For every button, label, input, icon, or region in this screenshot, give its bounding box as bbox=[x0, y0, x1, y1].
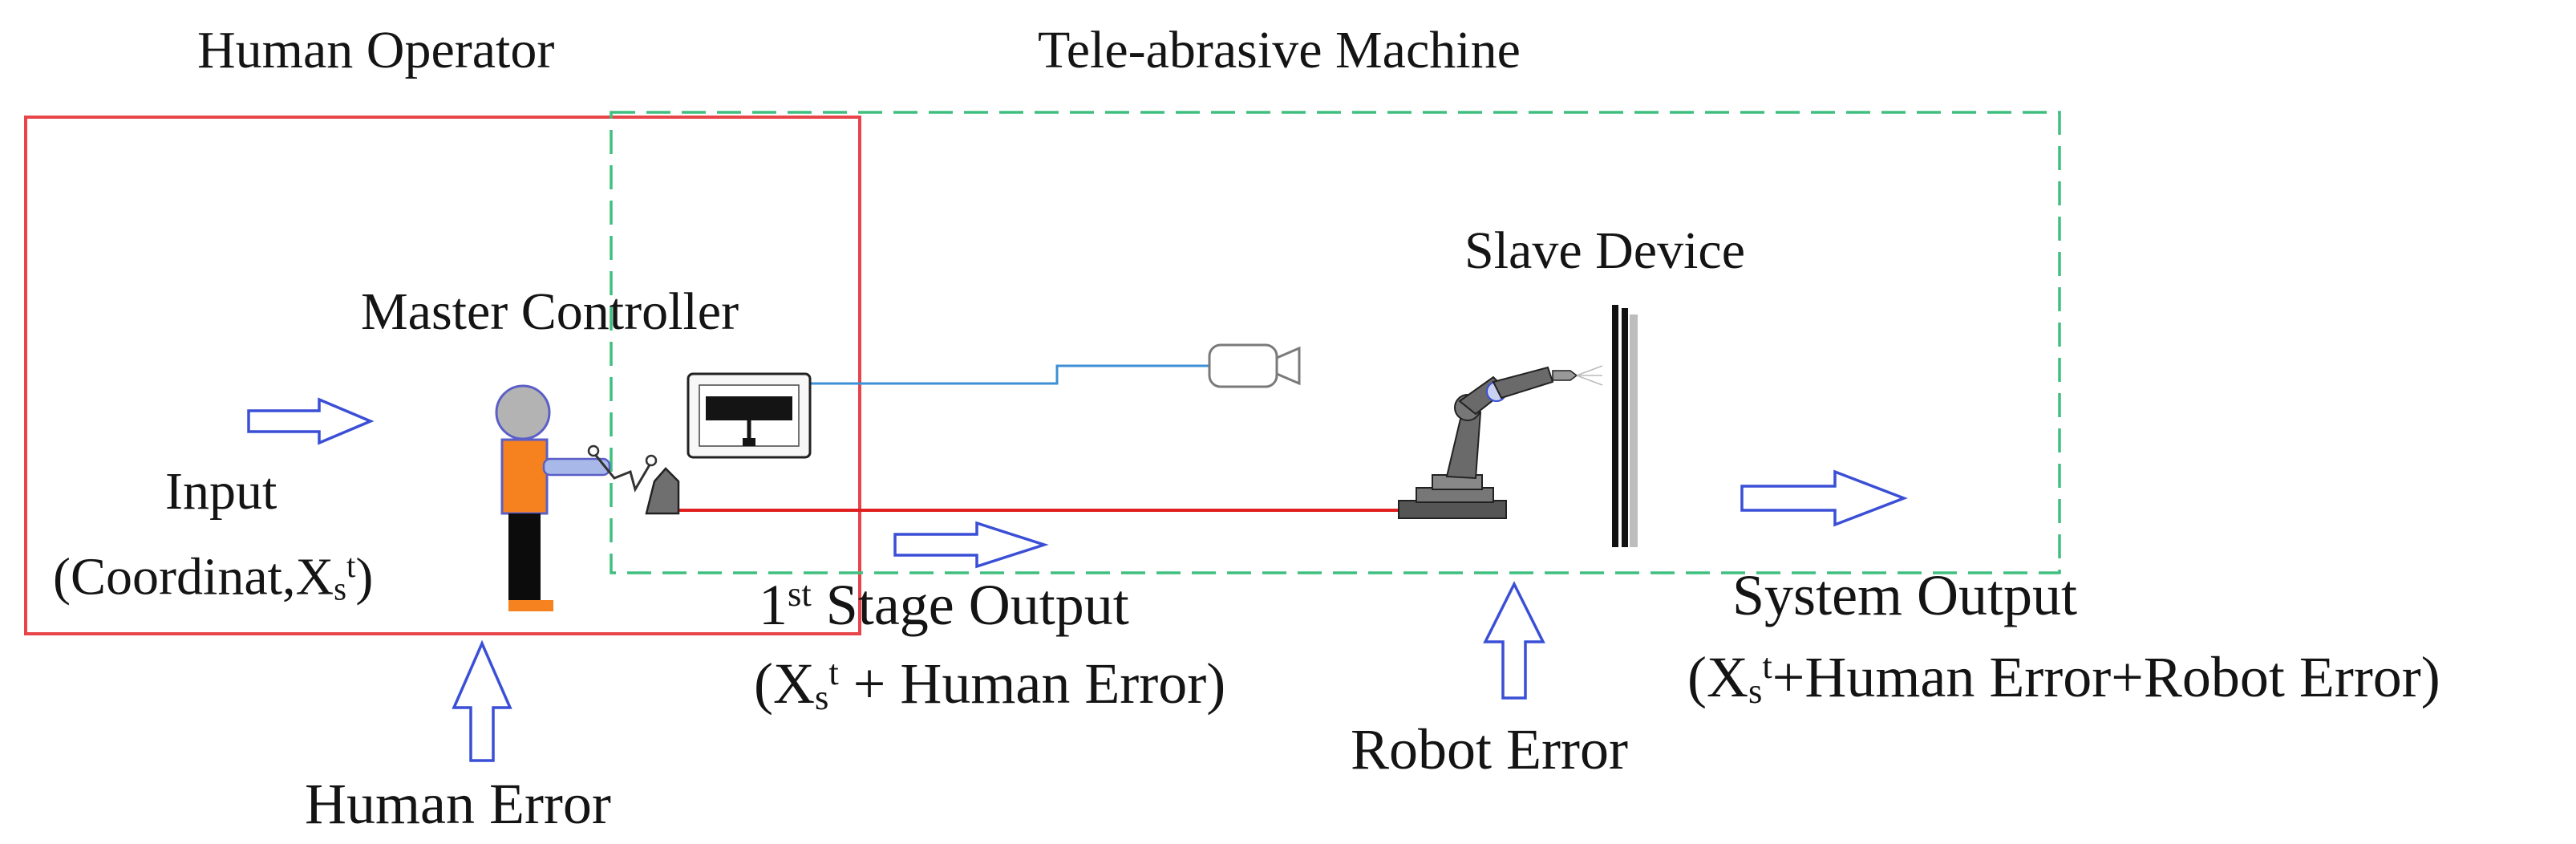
stage1-output-arrow bbox=[893, 521, 1049, 569]
robot-error-arrow bbox=[1483, 581, 1545, 700]
human-error-arrow bbox=[452, 639, 512, 762]
tele-machine-box bbox=[610, 111, 2061, 574]
sys-expr-sub: s bbox=[1748, 671, 1763, 712]
robot-arm-icon bbox=[1398, 365, 1603, 519]
input-label: Input bbox=[165, 462, 277, 521]
workpiece-wall-icon bbox=[1612, 305, 1638, 547]
stage1-num: 1 bbox=[759, 573, 788, 638]
input-arrow bbox=[247, 397, 375, 445]
system-output-arrow bbox=[1740, 469, 1908, 527]
human-operator-box bbox=[24, 116, 861, 635]
camera-link bbox=[810, 364, 1209, 385]
sys-expr-rest: +Human Error+Robot Error) bbox=[1772, 645, 2440, 710]
stage1-sup: st bbox=[788, 574, 812, 614]
stage1-text: Stage Output bbox=[811, 573, 1129, 638]
input-coordinate-label: (Coordinat,Xst) bbox=[53, 550, 373, 607]
stage1-output-label: 1st Stage Output bbox=[759, 573, 1129, 638]
stage1-expr-open: (X bbox=[754, 651, 815, 716]
sys-expr-sup: t bbox=[1762, 646, 1772, 686]
stage1-expr-rest: + Human Error) bbox=[838, 651, 1226, 716]
system-output-label: System Output bbox=[1732, 563, 2078, 627]
stage1-expr-sup: t bbox=[828, 652, 839, 692]
human-operator-label: Human Operator bbox=[197, 21, 555, 79]
joystick-icon bbox=[587, 444, 680, 515]
input-sub: s bbox=[334, 570, 347, 607]
human-error-label: Human Error bbox=[305, 772, 611, 836]
tele-machine-label: Tele-abrasive Machine bbox=[1038, 21, 1521, 79]
input-coord-prefix: (Coordinat,X bbox=[53, 547, 334, 607]
stage1-expr-sub: s bbox=[814, 677, 829, 718]
input-close: ) bbox=[355, 547, 374, 607]
camera-icon bbox=[1208, 343, 1301, 388]
system-output-expression: (Xst+Human Error+Robot Error) bbox=[1687, 648, 2440, 709]
sys-expr-open: (X bbox=[1687, 645, 1748, 710]
master-controller-label: Master Controller bbox=[361, 282, 739, 341]
human-operator-icon bbox=[495, 384, 611, 611]
input-sup: t bbox=[346, 548, 356, 584]
slave-device-label: Slave Device bbox=[1464, 221, 1746, 280]
stage1-expression: (Xst + Human Error) bbox=[754, 655, 1225, 716]
monitor-icon bbox=[687, 372, 812, 459]
robot-error-label: Robot Error bbox=[1351, 717, 1628, 781]
